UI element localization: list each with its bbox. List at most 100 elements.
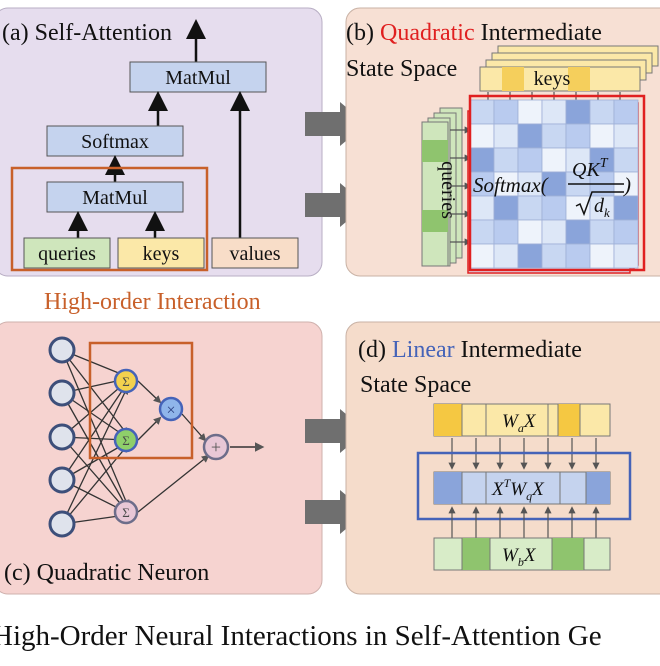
panel-d-background	[345, 321, 660, 595]
matrix-cell	[517, 147, 543, 173]
matrix-cell	[517, 99, 543, 125]
formula-softmax: Softmax(	[473, 173, 550, 197]
input-node	[48, 466, 76, 494]
matrix-cell	[541, 243, 567, 269]
matrix-cell	[613, 99, 639, 125]
matmul-bottom-label: MatMul	[82, 187, 148, 209]
query-arrows	[450, 126, 472, 246]
matrix-cell	[613, 123, 639, 149]
sigma-1: Σ	[122, 374, 130, 389]
softmax-label: Softmax	[81, 131, 149, 153]
formula-sup: T	[600, 156, 609, 171]
matrix-cell	[613, 219, 639, 245]
matrix-cell	[613, 243, 639, 269]
add-node: +	[202, 433, 230, 461]
quadratic-term-box	[88, 341, 194, 460]
input-node	[48, 336, 76, 364]
matrix-cell	[541, 99, 567, 125]
matrix-cell	[469, 147, 495, 173]
matrix-grid	[469, 99, 639, 269]
matrix-cell	[493, 195, 519, 221]
formula-num: QK	[572, 159, 601, 181]
row-xt-wq-x: XTWqX	[433, 471, 611, 505]
high-order-interaction-label: High-order Interaction	[44, 289, 261, 315]
matrix-cell	[517, 219, 543, 245]
panel-a-title: (a) Self-Attention	[2, 20, 172, 46]
matrix-cell	[469, 195, 495, 221]
panel-b-title-line2: State Space	[346, 56, 457, 82]
times-symbol: ×	[166, 402, 175, 419]
input-node	[48, 423, 76, 451]
row-wb-x: WbX	[433, 537, 611, 571]
matrix-cell	[589, 243, 615, 269]
matrix-cell	[469, 243, 495, 269]
formula-numerator: QKT	[572, 156, 609, 181]
sigma-2: Σ	[122, 433, 130, 448]
panel-d-title: (d) Linear Intermediate	[358, 337, 582, 363]
matrix-cell	[589, 99, 615, 125]
matmul-top-label: MatMul	[165, 67, 231, 89]
figure-caption: High-Order Neural Interactions in Self-A…	[0, 620, 602, 652]
matrix-cell	[541, 123, 567, 149]
matmul-bottom-box	[46, 181, 184, 213]
panel-d-title-highlight: Linear	[392, 337, 455, 363]
queries-label: queries	[38, 243, 96, 265]
matrix-cell	[565, 243, 591, 269]
formula-denominator: dk	[594, 195, 610, 220]
matmul-top-box	[129, 61, 267, 93]
matrix-cell	[469, 219, 495, 245]
keys-box	[117, 237, 205, 269]
row-wb-x-label: WbX	[502, 545, 537, 569]
matrix-cell	[541, 195, 567, 221]
keys-stack: keys	[479, 45, 659, 92]
panel-d-title-line2: State Space	[360, 372, 471, 398]
input-node	[48, 379, 76, 407]
matrix-cell	[469, 171, 495, 197]
row-wa-x-label: WaX	[502, 411, 537, 435]
formula-sqrt	[575, 191, 624, 217]
formula-den: d	[594, 195, 605, 217]
matrix-cell	[517, 123, 543, 149]
matrix-cell	[541, 147, 567, 173]
matrix-cell	[493, 147, 519, 173]
panel-b: (b) Quadratic Intermediate State Space k…	[345, 7, 660, 277]
matrix-cell	[565, 123, 591, 149]
panel-a: (a) Self-Attention MatMul Softmax MatMul…	[0, 7, 323, 277]
input-node	[48, 510, 76, 538]
plus-symbol: +	[211, 437, 221, 457]
sum-node-1: Σ	[113, 368, 139, 394]
values-label: values	[229, 243, 280, 265]
matrix-cell	[589, 123, 615, 149]
keys-label: keys	[143, 243, 180, 265]
panel-d-title-prefix: (d)	[358, 337, 392, 363]
matrix-cell	[565, 99, 591, 125]
queries-box	[23, 237, 111, 269]
matrix-red-frame	[468, 94, 646, 272]
sum-node-3: Σ	[113, 499, 139, 525]
high-order-interaction-box	[10, 166, 209, 272]
matrix-cell	[589, 219, 615, 245]
attention-matrix: Softmax( QKT dk )	[467, 94, 646, 274]
sigma-3: Σ	[122, 505, 130, 520]
values-box	[211, 237, 299, 269]
panel-c-title: (c) Quadratic Neuron	[4, 560, 209, 586]
panel-c: Σ Σ Σ × + (c) Quadratic Neuron	[0, 321, 323, 595]
queries-stack-label: queries	[437, 161, 459, 219]
panel-d-title-rest: Intermediate	[455, 337, 582, 363]
row-wa-x: WaX	[433, 403, 611, 437]
matrix-cell	[613, 147, 639, 173]
matrix-cell	[517, 243, 543, 269]
keys-stack-label: keys	[534, 68, 571, 90]
formula-close: )	[623, 173, 631, 197]
sum-node-2: Σ	[113, 427, 139, 453]
row-xt-wq-x-label: XTWqX	[491, 476, 545, 503]
matrix-cell	[493, 243, 519, 269]
panel-b-title: (b) Quadratic Intermediate	[346, 20, 602, 46]
input-nodes	[48, 336, 76, 538]
matrix-cell	[613, 195, 639, 221]
neuron-connections	[61, 349, 210, 525]
multiply-node: ×	[158, 396, 184, 422]
panel-b-title-highlight: Quadratic	[380, 20, 475, 46]
matrix-cell	[517, 195, 543, 221]
